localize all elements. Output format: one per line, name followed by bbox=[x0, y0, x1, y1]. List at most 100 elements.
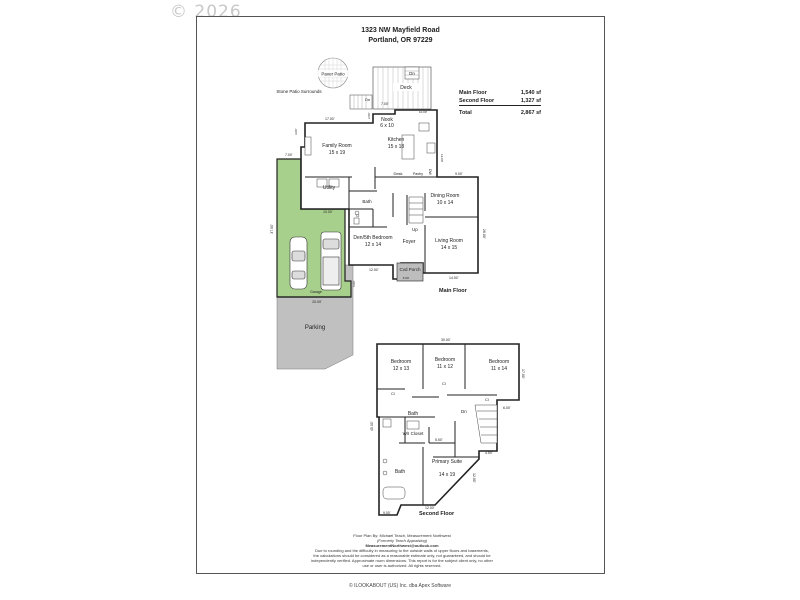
svg-text:12 x 14: 12 x 14 bbox=[365, 242, 382, 248]
address-line-2: Portland, OR 97229 bbox=[368, 37, 433, 44]
washer-icon bbox=[316, 178, 328, 188]
desk-label: Desk bbox=[393, 171, 402, 176]
bathtub-icon bbox=[382, 486, 406, 500]
upper-vanity-icon bbox=[406, 420, 420, 430]
kitchen-label: Kitchen bbox=[388, 137, 405, 143]
bedroom-1-label: Bedroom bbox=[391, 359, 411, 365]
svg-text:37.50': 37.50' bbox=[270, 224, 274, 234]
parking-label: Parking bbox=[305, 325, 325, 331]
svg-text:10.00': 10.00' bbox=[323, 210, 333, 214]
floor-plan-drawing: Paver Patio Stone Patio Surrounds Dn Dec… bbox=[270, 57, 525, 517]
upper-bath-label: Bath bbox=[408, 411, 419, 417]
second-floor-dimensions: 30.00' 17.00' 6.00' 45.00' 12.00' 12.00'… bbox=[370, 338, 525, 515]
deck-stairs bbox=[349, 94, 373, 110]
main-floor-title: Main Floor bbox=[439, 288, 468, 294]
svg-text:12.00': 12.00' bbox=[369, 268, 379, 272]
svg-text:14 x 19: 14 x 19 bbox=[439, 472, 456, 478]
truck-icon bbox=[320, 231, 342, 291]
footer: © ILOOKABOUT (US) Inc. dba Apex Software bbox=[349, 583, 451, 589]
second-floor-outline bbox=[376, 343, 520, 516]
deck-stair-down-label: Dn bbox=[365, 97, 370, 102]
dining-room-label: Dining Room bbox=[431, 193, 460, 199]
svg-text:12.00': 12.00' bbox=[440, 154, 444, 163]
svg-text:6.00': 6.00' bbox=[503, 406, 511, 410]
fireplace-icon bbox=[304, 136, 312, 156]
svg-text:9.00': 9.00' bbox=[383, 511, 391, 515]
svg-text:26.00': 26.00' bbox=[482, 229, 486, 239]
range-icon bbox=[426, 142, 436, 154]
deck-down-label: Dn bbox=[409, 71, 415, 76]
main-staircase bbox=[408, 196, 424, 224]
bedroom-2-label: Bedroom bbox=[435, 357, 455, 363]
svg-text:12.00': 12.00' bbox=[425, 506, 435, 510]
svg-text:9.00': 9.00' bbox=[455, 172, 463, 176]
svg-text:2.00': 2.00' bbox=[367, 112, 371, 119]
svg-text:5.50': 5.50' bbox=[435, 438, 443, 442]
svg-text:17.00': 17.00' bbox=[325, 117, 335, 121]
dishwasher-label: DW bbox=[428, 169, 432, 176]
primary-suite-label: Primary Suite bbox=[432, 459, 462, 465]
svg-text:3.00': 3.00' bbox=[294, 128, 298, 135]
svg-text:12.00': 12.00' bbox=[472, 473, 476, 483]
kitchen-island bbox=[401, 134, 415, 160]
family-room-label: Family Room bbox=[322, 143, 351, 149]
main-interior-walls bbox=[305, 167, 478, 273]
covered-porch bbox=[396, 262, 424, 282]
svg-text:6 x 10: 6 x 10 bbox=[380, 123, 394, 129]
stair-up-label: Up bbox=[412, 227, 418, 232]
svg-text:7.00': 7.00' bbox=[381, 102, 389, 106]
utility-label: Utility bbox=[323, 185, 336, 191]
closet-1-label: Cl bbox=[391, 391, 395, 396]
svg-text:15 x 18: 15 x 18 bbox=[388, 144, 405, 150]
upper-sink-icon bbox=[382, 418, 392, 428]
upper-toilet-icon bbox=[382, 458, 388, 464]
toilet-icon bbox=[354, 210, 360, 216]
walk-in-closet-label: W/I Closet bbox=[403, 431, 425, 436]
main-bath-label: Bath bbox=[362, 199, 372, 204]
svg-text:20.00': 20.00' bbox=[312, 300, 322, 304]
svg-text:11 x 14: 11 x 14 bbox=[491, 366, 507, 372]
living-room-label: Living Room bbox=[435, 238, 463, 244]
svg-text:7.00': 7.00' bbox=[285, 153, 293, 157]
stone-patio-label: Stone Patio Surrounds bbox=[276, 89, 322, 94]
svg-text:45.00': 45.00' bbox=[370, 421, 374, 431]
svg-text:12 x 13: 12 x 13 bbox=[393, 366, 410, 372]
second-interior-walls bbox=[377, 344, 497, 505]
svg-text:10.00': 10.00' bbox=[419, 110, 428, 114]
sink-icon bbox=[418, 122, 430, 132]
foyer-label: Foyer bbox=[403, 239, 416, 245]
credits: Floor Plan By: Michael Teach, Measuremen… bbox=[311, 533, 493, 568]
svg-text:6.00': 6.00' bbox=[352, 280, 356, 287]
svg-text:15 x 19: 15 x 19 bbox=[329, 150, 346, 156]
pantry-label: Pantry bbox=[413, 172, 423, 176]
paver-patio-label: Paver Patio bbox=[321, 72, 345, 77]
garage-label: Garage bbox=[310, 290, 322, 294]
svg-text:17.00': 17.00' bbox=[521, 369, 525, 379]
closet-2-label: Cl bbox=[442, 381, 446, 386]
svg-text:14 x 15: 14 x 15 bbox=[441, 245, 458, 251]
address-line-1: 1323 NW Mayfield Road bbox=[361, 27, 440, 34]
floor-plan-sheet: 1323 NW Mayfield Road Portland, OR 97229… bbox=[196, 16, 605, 574]
svg-text:10 x 14: 10 x 14 bbox=[437, 200, 454, 206]
svg-text:30.00': 30.00' bbox=[441, 338, 451, 342]
nook-label: Nook bbox=[381, 117, 393, 123]
second-floor-title: Second Floor bbox=[419, 511, 455, 517]
svg-text:14.00': 14.00' bbox=[449, 276, 459, 280]
main-floor-dimensions: 17.00' 7.00' 3.00' 2.00' 10.00' 10.00' 9… bbox=[285, 110, 486, 287]
upper-staircase bbox=[474, 404, 498, 444]
primary-bath-label: Bath bbox=[395, 469, 406, 475]
bedroom-3-label: Bedroom bbox=[489, 359, 509, 365]
car-icon bbox=[289, 236, 308, 290]
upper-stair-down-label: Dn bbox=[461, 409, 467, 414]
svg-text:11 x 12: 11 x 12 bbox=[437, 364, 453, 370]
svg-text:6.00': 6.00' bbox=[403, 276, 410, 280]
main-closet-label: Cl bbox=[356, 214, 360, 218]
closet-3-label: Cl bbox=[485, 397, 489, 402]
porch-label: Cvd Porch bbox=[399, 267, 421, 272]
svg-text:4.50': 4.50' bbox=[485, 451, 493, 455]
dryer-icon bbox=[328, 178, 340, 188]
